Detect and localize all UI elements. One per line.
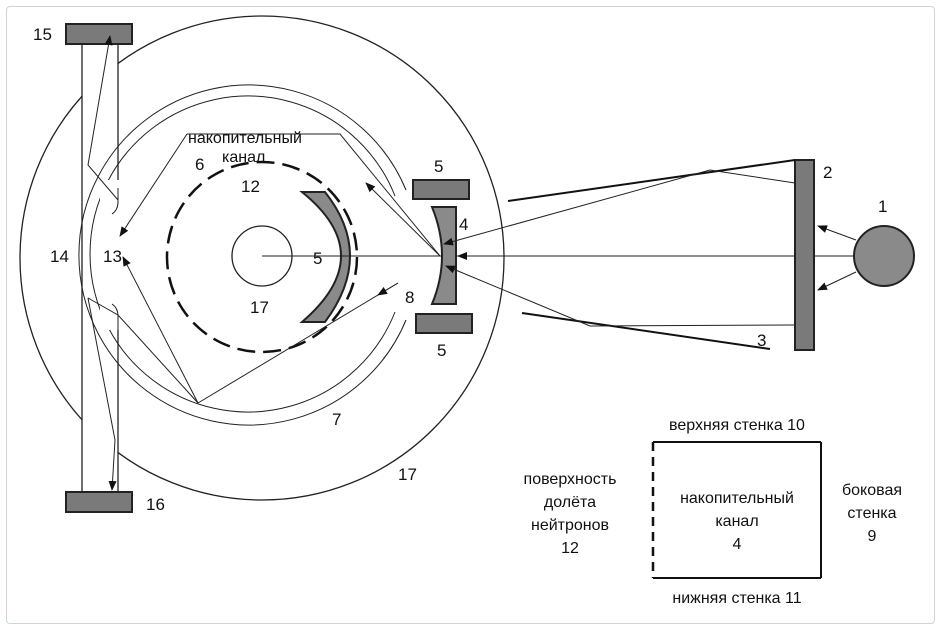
inset-surface-3: нейтронов — [531, 517, 609, 534]
crescent-mirror — [299, 191, 351, 323]
inset-side-wall-1: боковая — [842, 482, 902, 499]
label-5-bottom: 5 — [437, 341, 446, 360]
mirror-plate-2 — [794, 159, 815, 351]
inset-surface-4: 12 — [561, 540, 579, 557]
inset-side-wall-2: стенка — [847, 505, 896, 522]
guide-wall-bottom-3 — [521, 312, 771, 350]
storage-channel-outer-arc — [78, 84, 407, 426]
inset-surface-2: долёта — [544, 494, 596, 511]
inset-side-wall-3: 9 — [868, 528, 877, 545]
inset-bottom-wall: нижняя стенка 11 — [672, 590, 801, 607]
inset-channel-2: канал — [715, 513, 758, 530]
label-17-outer: 17 — [398, 465, 417, 484]
label-15: 15 — [33, 25, 52, 44]
neutron-source-1 — [853, 225, 915, 287]
label-2: 2 — [823, 163, 832, 182]
label-1: 1 — [878, 197, 887, 216]
channel-label-line1: накопительный — [188, 130, 302, 147]
collimator-block-bottom — [415, 313, 473, 334]
guide-junction-bottom — [111, 303, 119, 330]
label-4: 4 — [459, 215, 468, 234]
detector-15 — [65, 23, 133, 45]
label-6: 6 — [195, 155, 204, 174]
inset-top-wall: верхняя стенка 10 — [669, 417, 805, 434]
label-5-center: 5 — [313, 249, 322, 268]
neutron-rays — [87, 35, 857, 491]
channel-label-line2: канал — [222, 149, 265, 166]
collimator-block-top — [412, 179, 470, 200]
inset-schematic — [651, 441, 822, 579]
label-12: 12 — [241, 177, 260, 196]
label-5-top: 5 — [434, 157, 443, 176]
inset-channel-1: накопительный — [680, 490, 794, 507]
label-17-center: 17 — [250, 298, 269, 317]
neutron-flight-surface — [165, 160, 359, 354]
guide-junction-top — [111, 188, 119, 215]
label-14: 14 — [50, 247, 69, 266]
inset-channel-3: 4 — [733, 536, 742, 553]
focusing-element-4 — [430, 206, 457, 305]
label-3: 3 — [757, 331, 766, 350]
detector-16 — [65, 491, 133, 513]
label-16: 16 — [146, 495, 165, 514]
label-13: 13 — [103, 247, 122, 266]
label-7: 7 — [332, 410, 341, 429]
guide-wall-top — [507, 159, 796, 202]
label-8: 8 — [405, 288, 414, 307]
storage-channel-inner-arc — [89, 95, 396, 413]
inset-surface-1: поверхность — [524, 471, 617, 488]
